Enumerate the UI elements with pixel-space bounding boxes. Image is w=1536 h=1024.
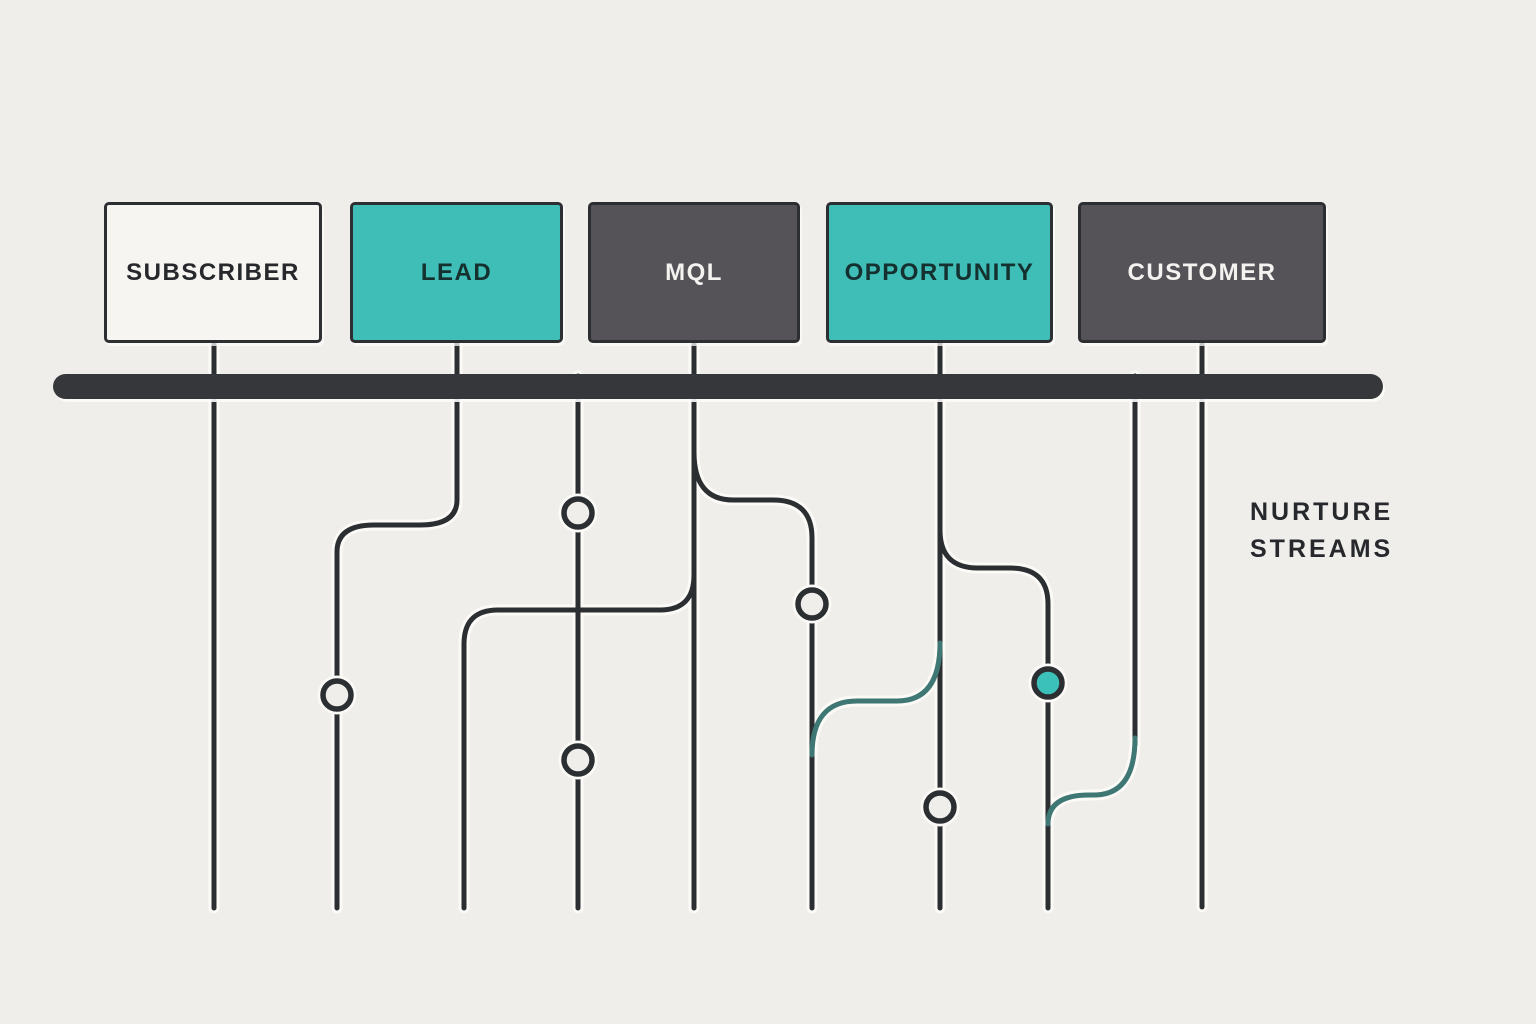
stage-label: LEAD <box>420 258 493 286</box>
stage-label: MQL <box>665 258 723 286</box>
junction-nodes <box>317 493 1068 827</box>
stage-label: OPPORTUNITY <box>844 258 1035 286</box>
stage-box-lead: LEAD <box>350 202 563 343</box>
stage-label: SUBSCRIBER <box>126 258 300 286</box>
junction-node <box>923 790 957 824</box>
stream-mql-branch-left <box>461 572 697 911</box>
stream-opportunity-merge-left-teal <box>809 640 943 758</box>
junction-node <box>320 678 354 712</box>
junction-node <box>561 496 595 530</box>
junction-node <box>561 743 595 777</box>
junction-node <box>795 587 829 621</box>
stage-box-opportunity: OPPORTUNITY <box>826 202 1053 343</box>
stage-box-mql: MQL <box>588 202 800 343</box>
stage-box-subscriber: SUBSCRIBER <box>104 202 322 343</box>
stage-label: CUSTOMER <box>1127 258 1277 286</box>
stream-opportunity-branch-right <box>937 527 1051 911</box>
stream-halos <box>208 336 1208 914</box>
stream-lead-shift-left <box>334 373 460 911</box>
stage-stems <box>211 339 1205 380</box>
nurture-streams-caption: NURTURE STREAMS <box>1250 494 1393 568</box>
stream-middle-2-merge-teal <box>1045 735 1138 827</box>
caption-line-1: NURTURE <box>1250 498 1394 526</box>
conversion-node-filled <box>1031 666 1065 700</box>
stage-box-customer: CUSTOMER <box>1078 202 1326 343</box>
stream-paths <box>211 373 1205 911</box>
stream-mql-branch-right <box>691 449 815 911</box>
caption-line-2: STREAMS <box>1250 535 1394 563</box>
timeline-bar <box>53 374 1383 399</box>
